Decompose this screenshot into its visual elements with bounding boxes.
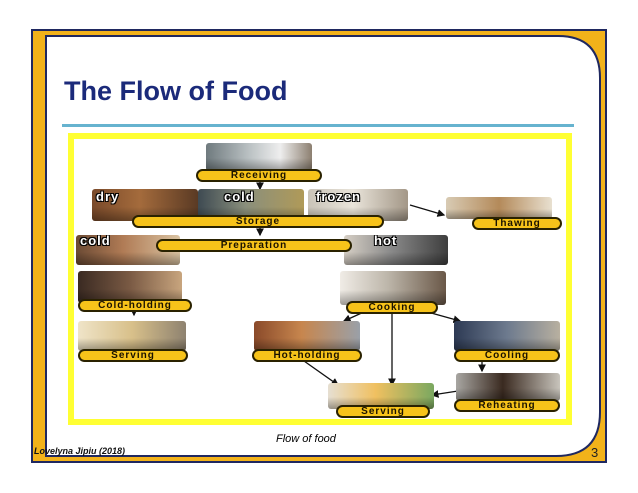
stage-cooking: Cooking <box>346 301 438 314</box>
cold-prep-label: cold <box>80 235 111 248</box>
stage-storage: Storage <box>132 215 384 228</box>
serving-bottom-photo <box>328 383 434 409</box>
flow-diagram: dry cold frozen cold hot Receiving Stora… <box>68 133 572 425</box>
slide-title: The Flow of Food <box>64 76 288 106</box>
hot-prep-label: hot <box>374 235 398 248</box>
receiving-photo <box>206 143 312 171</box>
cold-storage-label: cold <box>224 189 255 204</box>
stage-serving-bottom: Serving <box>336 405 430 418</box>
serving-left-photo <box>78 321 186 351</box>
page-number: 3 <box>591 445 599 460</box>
title-divider <box>62 124 574 127</box>
hot-holding-photo <box>254 321 360 351</box>
hot-prep-photo: hot <box>344 235 448 265</box>
stage-preparation: Preparation <box>156 239 352 252</box>
figure-caption: Flow of food <box>276 433 336 445</box>
flow-diagram-canvas: dry cold frozen cold hot Receiving Stora… <box>74 139 566 419</box>
dry-label: dry <box>96 189 120 204</box>
cooling-photo <box>454 321 560 351</box>
stage-receiving: Receiving <box>196 169 322 182</box>
author-credit: Lovelyna Jipiu (2018) <box>34 446 126 456</box>
stage-cooling: Cooling <box>454 349 560 362</box>
stage-serving-left: Serving <box>78 349 188 362</box>
stage-hot-holding: Hot-holding <box>252 349 362 362</box>
thawing-photo <box>446 197 552 219</box>
frozen-label: frozen <box>316 189 361 204</box>
stage-reheating: Reheating <box>454 399 560 412</box>
cooking-photo <box>340 271 446 305</box>
stage-cold-holding: Cold-holding <box>78 299 192 312</box>
stage-thawing: Thawing <box>472 217 562 230</box>
reheating-photo <box>456 373 560 401</box>
